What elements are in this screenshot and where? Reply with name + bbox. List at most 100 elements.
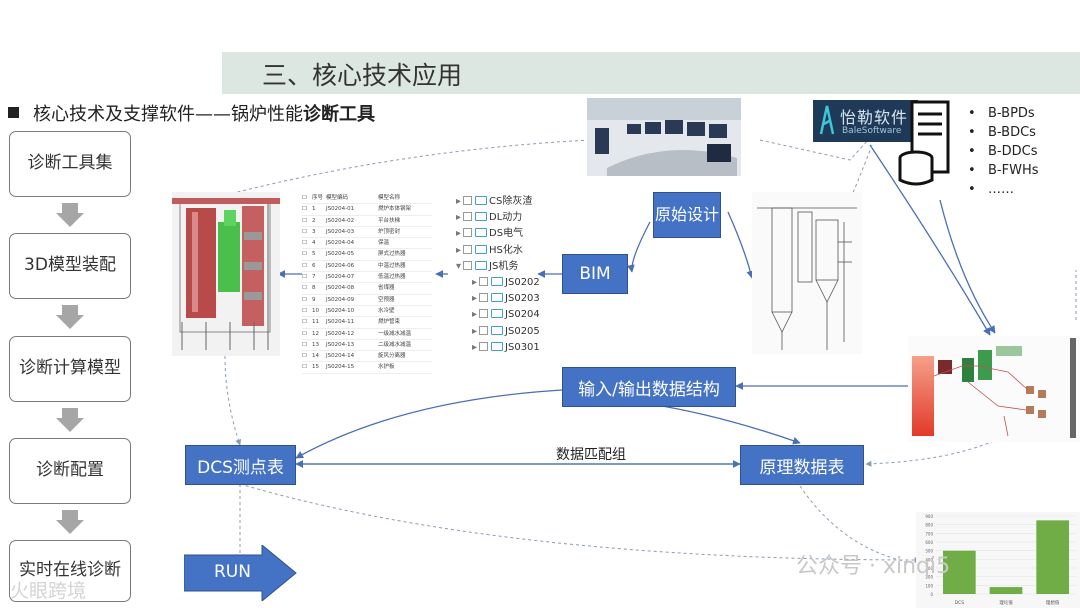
table-cell: JS0204-07 — [326, 274, 355, 281]
tree-item[interactable]: ▸DS电气 — [456, 226, 540, 242]
expander-icon[interactable]: ▸ — [456, 212, 462, 224]
arrow-logo-diagram — [869, 144, 991, 336]
expander-icon[interactable]: ▸ — [456, 228, 462, 240]
tree-item[interactable]: ▸JS0203 — [456, 291, 540, 307]
row-checkbox[interactable]: ☐ — [302, 330, 307, 337]
tree-checkbox[interactable] — [463, 260, 473, 270]
table-cell: JS0204-02 — [326, 217, 355, 224]
tree-checkbox[interactable] — [463, 228, 473, 238]
control-room-photo — [587, 98, 741, 176]
table-cell: 水冷壁 — [378, 307, 395, 314]
tree-item[interactable]: ▾JS机务 — [456, 259, 540, 275]
bullet-item: •B-FWHs — [968, 161, 1039, 180]
expander-icon[interactable]: ▾ — [456, 260, 462, 272]
tree-item[interactable]: ▸ JS0202 — [456, 275, 540, 291]
folder-icon — [475, 260, 488, 270]
tree-item[interactable]: ▸ HS化水 — [456, 243, 540, 259]
table-cell: JS0204-06 — [326, 262, 355, 269]
tree-checkbox[interactable] — [479, 341, 489, 351]
bim-node[interactable]: BIM — [562, 254, 628, 294]
tree-item[interactable]: ▸JS0205 — [456, 324, 540, 340]
tree-item[interactable]: ▸JS0204 — [456, 307, 540, 323]
tree-item-label: JS0202 — [505, 276, 540, 288]
table-cell: 14 — [312, 353, 319, 360]
row-checkbox[interactable]: ☐ — [302, 341, 307, 348]
table-cell: 炉顶密封 — [378, 228, 401, 235]
tree-checkbox[interactable] — [463, 196, 473, 205]
principle-data-table-node[interactable]: 原理数据表 — [740, 445, 864, 485]
table-cell: JS0204-11 — [326, 319, 355, 326]
table-cell: 2 — [312, 217, 316, 224]
tree-item[interactable]: ▸JS0301 — [456, 340, 540, 356]
tree-checkbox[interactable] — [463, 244, 473, 254]
step-5[interactable]: 实时在线诊断 — [9, 540, 131, 602]
row-checkbox[interactable]: ☐ — [302, 285, 307, 292]
row-checkbox[interactable]: ☐ — [302, 251, 307, 258]
expander-icon[interactable]: ▸ — [456, 244, 462, 256]
row-checkbox[interactable]: ☐ — [302, 353, 307, 360]
row-checkbox[interactable]: ☐ — [302, 274, 307, 281]
row-checkbox[interactable]: ☐ — [302, 262, 307, 269]
bullet-item: •B-BPDs — [968, 104, 1039, 123]
step-4[interactable]: 诊断配置 — [9, 438, 131, 504]
table-cell: 11 — [312, 319, 319, 326]
table-cell: JS0204-01 — [326, 206, 355, 213]
bullet-text: …… — [988, 182, 1014, 197]
original-design-node[interactable]: 原始设计 — [653, 192, 721, 238]
expander-icon[interactable]: ▸ — [472, 293, 478, 305]
row-checkbox[interactable]: ☐ — [302, 240, 307, 247]
tree-item[interactable]: ▸DL动力 — [456, 210, 540, 226]
expander-icon[interactable]: ▸ — [456, 196, 462, 207]
step-2[interactable]: 3D模型装配 — [9, 233, 131, 299]
tree-item[interactable]: ▸CS除灰渣 — [456, 194, 540, 210]
table-cell: JS0204-12 — [326, 330, 355, 337]
server-database-icon — [898, 100, 950, 186]
run-arrow-shape[interactable] — [184, 545, 298, 601]
io-data-structure-node[interactable]: 输入/输出数据结构 — [562, 367, 736, 407]
run-label[interactable]: RUN — [214, 562, 251, 582]
row-checkbox[interactable]: ☐ — [302, 228, 307, 235]
down-arrow-icon — [56, 213, 84, 227]
down-arrow-icon — [56, 315, 84, 329]
expander-icon[interactable]: ▸ — [472, 341, 478, 353]
folder-icon — [491, 325, 504, 335]
down-arrow-stem — [62, 510, 78, 520]
tree-item-label: HS化水 — [489, 244, 523, 256]
tree-checkbox[interactable] — [463, 212, 473, 222]
subtitle-prefix: 核心技术及支撑软件——锅炉性能 — [33, 104, 303, 125]
expander-icon[interactable]: ▸ — [472, 325, 478, 337]
row-checkbox[interactable]: ☐ — [302, 307, 307, 314]
row-checkbox[interactable]: ☐ — [302, 206, 307, 213]
tree-checkbox[interactable] — [479, 325, 489, 335]
row-checkbox[interactable]: ☐ — [302, 364, 307, 371]
down-arrow-stem — [62, 408, 78, 418]
expander-icon[interactable]: ▸ — [472, 309, 478, 321]
arrow-server-diagram — [939, 199, 996, 334]
tree-checkbox[interactable] — [479, 276, 489, 286]
row-checkbox[interactable]: ☐ — [302, 319, 307, 326]
boiler-3d-model[interactable] — [172, 192, 280, 356]
step-1[interactable]: 诊断工具集 — [9, 131, 131, 197]
tree-checkbox[interactable] — [479, 309, 489, 319]
expander-icon[interactable]: ▸ — [472, 276, 478, 288]
tree-checkbox[interactable] — [479, 293, 489, 303]
row-checkbox[interactable]: ☐ — [302, 296, 307, 303]
row-checkbox[interactable]: ☐ — [302, 217, 307, 224]
step-3[interactable]: 诊断计算模型 — [9, 336, 131, 402]
dcs-points-table-node[interactable]: DCS测点表 — [185, 445, 296, 485]
